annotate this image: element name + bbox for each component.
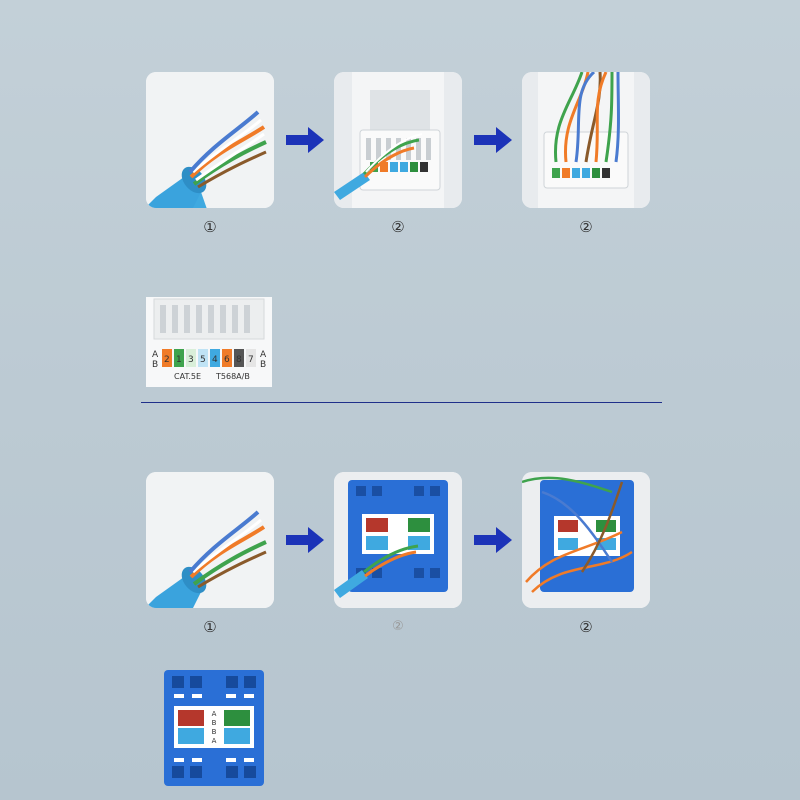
step-caption: ① <box>203 218 217 236</box>
right-arrow-icon <box>286 127 324 153</box>
right-arrow-icon <box>286 527 324 553</box>
row-label: A <box>212 737 217 745</box>
row-label-a: A <box>152 350 159 360</box>
step-caption: ② <box>579 618 593 636</box>
row-label-b: B <box>152 360 158 370</box>
row-label: A <box>212 710 217 718</box>
step-caption: ② <box>392 619 404 634</box>
pin-label: 4 <box>212 355 218 365</box>
right-arrow-icon <box>474 527 512 553</box>
module-wire-insert-photo <box>334 72 462 208</box>
standard-label: CAT.5E <box>174 372 201 381</box>
step-caption: ② <box>391 218 405 236</box>
pin-label: 1 <box>176 355 182 365</box>
standard-label: T568A/B <box>215 372 250 381</box>
pin-label: 2 <box>164 355 170 365</box>
module-wired-photo <box>522 72 650 208</box>
cat6-module-insert-photo <box>334 472 462 608</box>
step-caption: ① <box>203 618 217 636</box>
cat5e-label-detail: A B A B 2 1 3 5 4 6 8 7 CAT.5E T568A/B <box>146 297 272 387</box>
pin-label: 6 <box>224 355 230 365</box>
row-label-a-right: A <box>260 350 267 360</box>
row-label: B <box>212 719 217 727</box>
cat6-module-wired-photo <box>522 472 650 608</box>
pin-label: 7 <box>248 355 254 365</box>
pin-label: 5 <box>200 355 206 365</box>
cable-stripped-photo-2 <box>146 472 274 608</box>
section-divider <box>141 402 662 403</box>
step-caption: ② <box>579 218 593 236</box>
pin-label: 8 <box>236 355 242 365</box>
pin-label: 3 <box>188 355 194 365</box>
cat6-label-detail: A B B A <box>164 670 264 786</box>
cable-stripped-photo-1 <box>146 72 274 208</box>
row-label: B <box>212 728 217 736</box>
row-label-b-right: B <box>260 360 266 370</box>
right-arrow-icon <box>474 127 512 153</box>
